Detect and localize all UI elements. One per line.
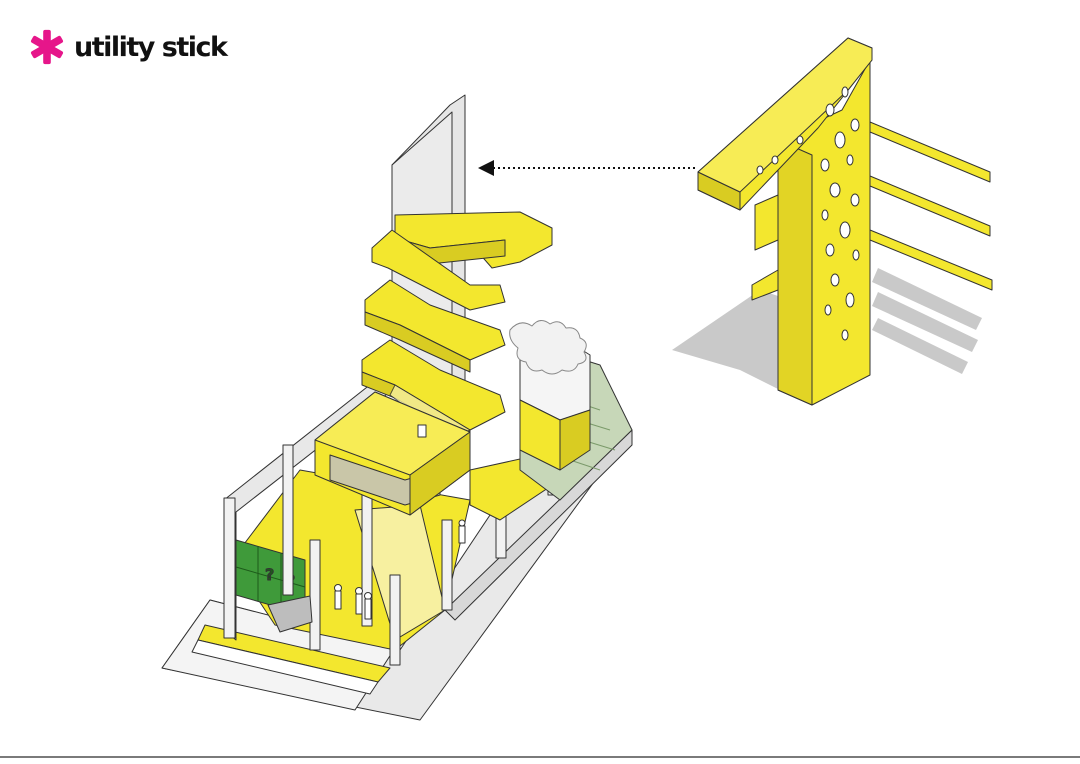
shadow-planes — [672, 268, 982, 395]
page-title: utility stick — [74, 31, 228, 63]
svg-text:?: ? — [265, 565, 274, 584]
tree-canopy — [509, 320, 587, 375]
main-building: ? ? — [161, 94, 633, 721]
reception-desk — [267, 595, 313, 633]
asterisk-icon — [30, 29, 64, 65]
utility-stick-detail — [672, 37, 993, 406]
perforations — [756, 86, 860, 341]
bottom-rule — [0, 756, 1080, 758]
cantilever-volume — [314, 391, 471, 516]
header: utility stick — [28, 28, 228, 66]
people-figures — [334, 519, 466, 620]
